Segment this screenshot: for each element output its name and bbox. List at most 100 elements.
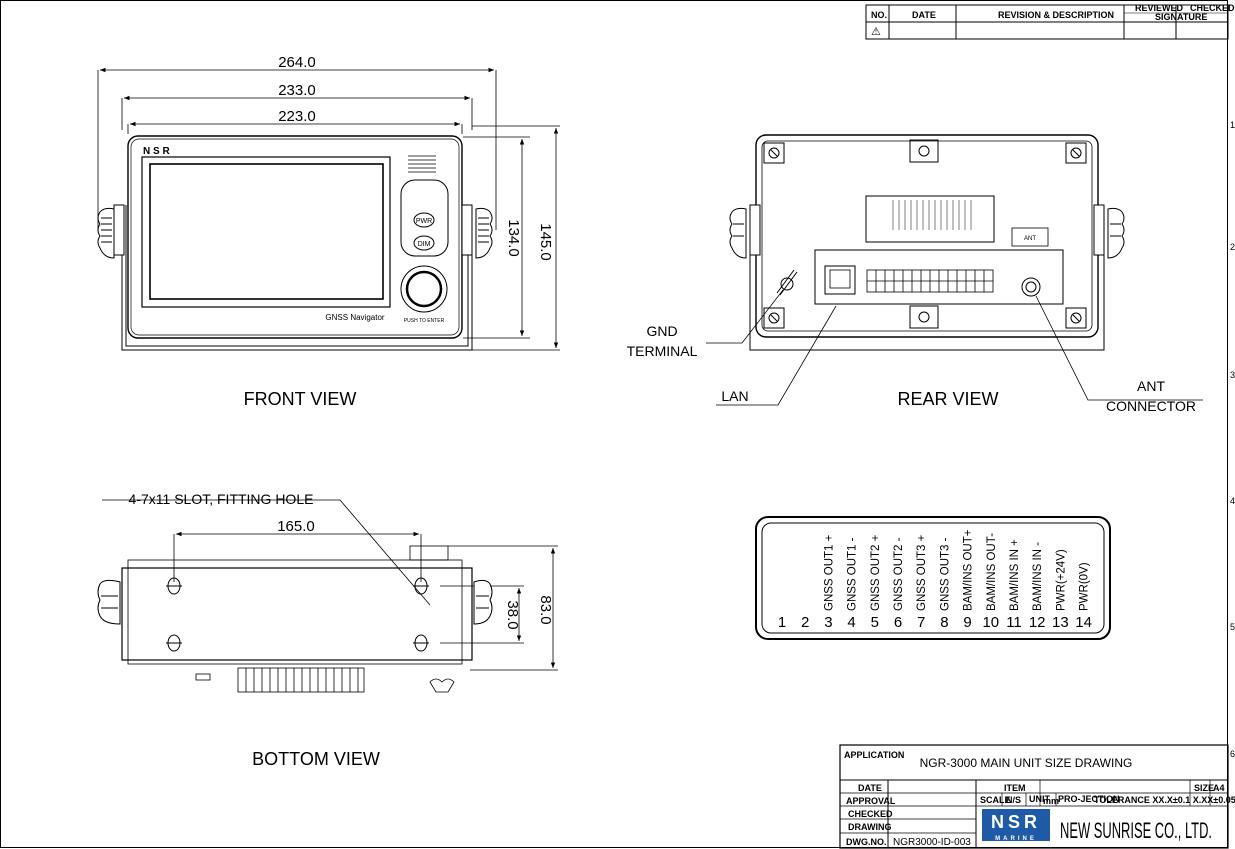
terminal-pin-number: 5 [871,614,879,631]
tb-drawing-title: NGR-3000 MAIN UNIT SIZE DRAWING [920,756,1133,770]
ant-tag [1011,227,1049,247]
front-product-label: GNSS Navigator [325,313,384,322]
tb-size-value: A4 [1213,783,1225,793]
pwr-button[interactable] [413,212,435,228]
tb-application-label: APPLICATION [844,750,904,760]
zone-mark: 6 [1230,749,1235,759]
terminal-pin-number: 2 [801,614,809,631]
ant-tag-label: ANT [1024,236,1036,242]
rear-connector-panel [814,249,1064,305]
gnd-terminal-icon [776,269,798,296]
terminal-pin-number: 12 [1029,614,1046,631]
terminal-pin-label: BAM/INS OUT- [986,533,998,611]
speaker-grille-icon [408,155,436,173]
tb-dwgno-label: DWG.NO. [846,837,887,847]
terminal-pin-label: BAM/INS IN - [1032,542,1044,611]
dim-depth-83: 83.0 [537,595,554,624]
dim-button-label: DIM [418,241,431,248]
tb-checked-label: CHECKED [848,809,893,819]
revision-triangle-icon: ⚠ [871,26,881,38]
zone-mark: 3 [1230,370,1235,380]
tb-approval-label: APPROVAL [846,796,896,806]
terminal-pin-number: 13 [1052,614,1069,631]
terminal-pin-number: 14 [1075,614,1092,631]
dim-width-264: 264.0 [278,54,316,71]
bottom-dimension-lines [102,499,558,671]
zone-mark: 1 [1230,120,1235,130]
terminal-pin-label: GNSS OUT3 + [916,534,928,611]
terminal-pin-number: 6 [894,614,902,631]
tb-date-label: DATE [858,783,882,793]
rear-screw-icons [763,139,1087,329]
terminal-pin-label: BAM/INS IN + [1009,539,1021,611]
tb-scale-value: N/S [1006,795,1021,805]
rev-header-description: REVISION & DESCRIPTION [998,10,1114,20]
terminal-block-icon [866,269,994,293]
zone-mark: 5 [1230,622,1235,632]
rear-mini-legend-lines [892,200,972,230]
front-dimension-lines [97,67,560,351]
terminal-pin-number: 8 [940,614,948,631]
rotary-knob[interactable] [400,265,448,313]
terminal-pin-number: 3 [824,614,832,631]
dim-holes-38: 38.0 [504,600,521,629]
tb-scale-label: SCALE [980,795,1011,805]
dim-height-145: 145.0 [537,223,554,261]
tb-size-label: SIZE [1194,783,1214,793]
terminal-pin-number: 10 [982,614,999,631]
terminal-pin-label: GNSS OUT1 - [847,537,859,611]
knob-label: PUSH TO ENTER [404,318,445,324]
ant-label-line1: ANT [1137,378,1165,394]
terminal-pin-label: PWR(0V) [1079,562,1091,611]
rear-view-title: REAR VIEW [897,389,998,409]
bottom-view: 4-7x11 SLOT, FITTING HOLE 165.0 38.0 83.… [97,491,558,769]
right-bracket-knob-icon [461,204,493,259]
rev-header-no: NO. [871,10,887,20]
company-logo-text: NSR [991,812,1041,832]
lan-port-icon [824,265,856,295]
front-bezel [127,135,463,339]
terminal-pin-label: BAM/INS OUT+ [963,529,975,611]
dim-button[interactable] [413,235,435,251]
zone-mark: 2 [1230,242,1235,252]
terminal-pin-label: PWR(+24V) [1055,549,1067,611]
zone-marks: 1 2 3 4 5 6 [1230,120,1235,759]
dim-holes-165: 165.0 [277,518,315,535]
tb-dwg-number: NGR3000-ID-003 [893,837,971,848]
front-brand-logo: N S R [143,146,170,157]
terminal-pin-label: GNSS OUT1 + [823,534,835,611]
terminal-pin-number: 1 [778,614,786,631]
tb-unit-label: UNIT [1029,794,1050,804]
tb-unit-value: mm [1043,796,1059,806]
tb-drawing-label: DRAWING [848,822,892,832]
rear-leader-lines [706,289,1203,406]
rev-header-reviewed: REVIEWED [1135,3,1184,13]
left-bracket-knob-icon [97,204,125,259]
front-display-screen [141,156,391,308]
bottom-right-knob-icon [473,579,493,625]
terminal-pin-number: 11 [1006,614,1022,631]
tb-item-label: ITEM [1004,783,1026,793]
tb-company-name: NEW SUNRISE CO., LTD. [1060,818,1212,843]
company-logo-subtext: MARINE [995,836,1037,842]
rev-header-checked: CHECKED [1190,3,1235,13]
zone-mark: 4 [1230,496,1235,506]
bottom-housing [121,567,473,661]
title-block: APPLICATION NGR-3000 MAIN UNIT SIZE DRAW… [839,744,1235,849]
revision-table: NO. DATE REVISION & DESCRIPTION REVIEWED… [865,3,1235,40]
tb-tolerance-text: TOLERANCE XX.X±0.1 X.XX±0.05 TAPE [1094,795,1235,805]
front-mount-bracket [121,205,473,351]
front-button-panel [400,179,449,257]
gnd-label-line1: GND [646,323,677,339]
heat-sink-icon [195,667,455,693]
ant-connector-icon [1021,277,1041,297]
rear-terminal-legend-plate [865,195,995,243]
pwr-button-label: PWR [416,218,432,225]
terminal-legend-frame [755,516,1111,640]
bottom-left-knob-icon [97,579,121,625]
dim-height-134: 134.0 [505,219,522,257]
